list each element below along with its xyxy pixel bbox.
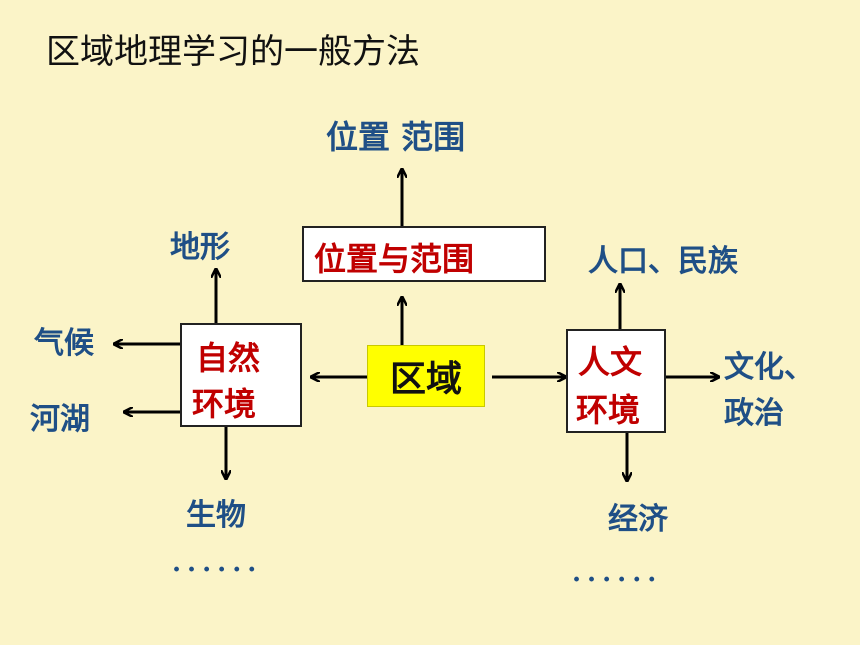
human-line1: 人文 xyxy=(578,343,643,381)
human-line2: 环境 xyxy=(576,391,641,429)
terrain-label: 地形 xyxy=(170,230,230,265)
culture-label: 文化、 xyxy=(724,350,814,385)
rivers-lakes-label: 河湖 xyxy=(30,402,90,437)
location-range-label: 位置 范围 xyxy=(326,118,466,156)
politics-label: 政治 xyxy=(724,396,784,431)
natural-more-ellipsis: ...... xyxy=(172,548,263,578)
slide-title: 区域地理学习的一般方法 xyxy=(46,32,420,72)
natural-line1: 自然 xyxy=(196,339,261,377)
human-more-ellipsis: ...... xyxy=(572,558,663,588)
population-ethnicity-label: 人口、民族 xyxy=(588,244,738,279)
biology-label: 生物 xyxy=(186,498,246,533)
climate-label: 气候 xyxy=(34,326,94,361)
human-environment-box: 人文 环境 xyxy=(566,329,666,433)
economy-label: 经济 xyxy=(608,502,668,537)
location-box-label: 位置与范围 xyxy=(314,240,475,278)
natural-line2: 环境 xyxy=(192,385,257,423)
center-region-box: 区域 xyxy=(367,345,485,407)
natural-environment-box: 自然 环境 xyxy=(180,323,302,427)
location-box: 位置与范围 xyxy=(302,226,546,282)
